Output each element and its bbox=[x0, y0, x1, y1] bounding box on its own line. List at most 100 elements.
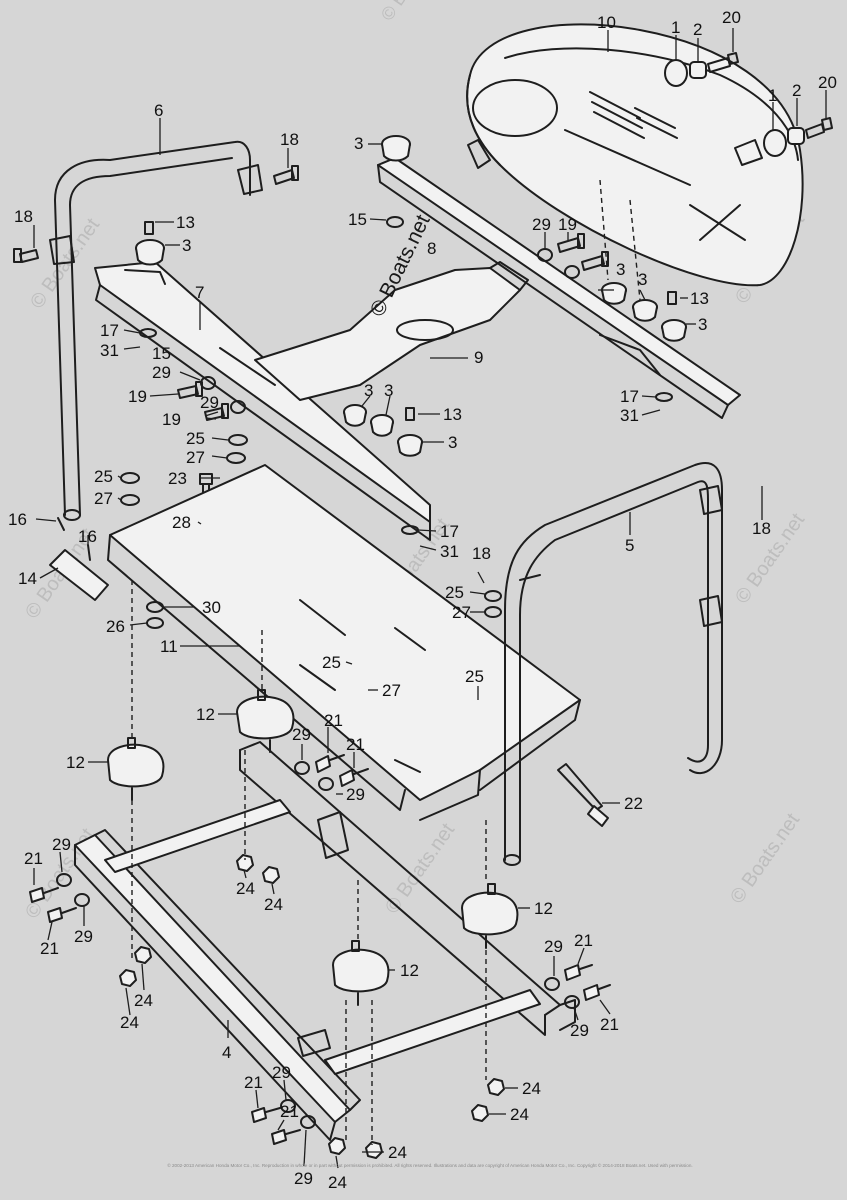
callout-29-lower-left-b: 29 bbox=[74, 927, 93, 946]
mount-rubber-3f bbox=[343, 404, 367, 427]
callout-10: 10 bbox=[597, 13, 616, 32]
callout-21-lower-right-a: 21 bbox=[574, 931, 593, 950]
callout-4: 4 bbox=[222, 1043, 231, 1062]
callout-3-mid-a: 3 bbox=[364, 381, 373, 400]
callout-7: 7 bbox=[195, 283, 204, 302]
bolt-21-set bbox=[29, 754, 611, 1145]
callout-20-upper: 20 bbox=[722, 8, 741, 27]
bolt-18-upper bbox=[273, 165, 299, 185]
callout-21-lower-right-b: 21 bbox=[600, 1015, 619, 1034]
callout-12-upper-left: 12 bbox=[196, 705, 215, 724]
callout-11: 11 bbox=[160, 637, 178, 656]
pipe-frame-right bbox=[503, 462, 723, 866]
callout-21-lower-left-b: 21 bbox=[40, 939, 59, 958]
bracket-plate-14 bbox=[49, 517, 109, 601]
callout-29-left-b: 29 bbox=[200, 393, 219, 412]
callout-12-lower: 12 bbox=[400, 961, 419, 980]
callout-29-bottom-a: 29 bbox=[272, 1063, 291, 1082]
callout-29-lower-right-b: 29 bbox=[570, 1021, 589, 1040]
callout-21-mid-a: 21 bbox=[324, 711, 343, 730]
callout-2-upper: 2 bbox=[693, 20, 702, 39]
cover-oval-part bbox=[466, 23, 804, 287]
callout-16-lower: 16 bbox=[78, 527, 97, 546]
callout-13-mid: 13 bbox=[443, 405, 462, 424]
callout-8: 8 bbox=[427, 239, 436, 258]
callout-25-mid-right: 25 bbox=[445, 583, 464, 602]
rubber-mount-12c bbox=[461, 883, 519, 949]
callout-27-mid-right: 27 bbox=[452, 603, 471, 622]
callout-2-lower: 2 bbox=[792, 81, 801, 100]
callout-19-left-a: 19 bbox=[128, 387, 147, 406]
callout-29-lower-right-a: 29 bbox=[544, 937, 563, 956]
bolt-19-left-b bbox=[204, 403, 229, 421]
callout-3-right-c: 3 bbox=[698, 315, 707, 334]
callout-3-left: 3 bbox=[182, 236, 191, 255]
mount-rubber-3g bbox=[370, 414, 394, 437]
callouts: 10 1 2 20 1 2 20 6 18 3 18 13 3 15 8 29 … bbox=[8, 8, 837, 1192]
callout-18-upper: 18 bbox=[280, 130, 299, 149]
callout-21-bottom-a: 21 bbox=[244, 1073, 263, 1092]
callout-29-left-a: 29 bbox=[152, 363, 171, 382]
callout-12-right: 12 bbox=[534, 899, 553, 918]
callout-3-top: 3 bbox=[354, 134, 363, 153]
copyright-notice: © 2002-2013 American Honda Motor Co., In… bbox=[167, 1163, 693, 1168]
callout-17-left: 17 bbox=[100, 321, 119, 340]
callout-24-bottom-d: 24 bbox=[328, 1173, 347, 1192]
callout-21-mid-b: 21 bbox=[346, 735, 365, 754]
callout-24-bottom-c: 24 bbox=[388, 1143, 407, 1162]
callout-27-far-left: 27 bbox=[94, 489, 113, 508]
callout-24-lower-left-b: 24 bbox=[120, 1013, 139, 1032]
callout-27-left: 27 bbox=[186, 448, 205, 467]
bolt-22 bbox=[557, 763, 609, 827]
bolt-13-right bbox=[667, 291, 677, 305]
rubber-mount-12b bbox=[107, 737, 165, 801]
pipe-frame-left bbox=[49, 140, 263, 521]
callout-26: 26 bbox=[106, 617, 125, 636]
callout-15-left: 15 bbox=[152, 344, 171, 363]
callout-29-upper: 29 bbox=[532, 215, 551, 234]
callout-3-mid-c: 3 bbox=[448, 433, 457, 452]
callout-13-upper: 13 bbox=[176, 213, 195, 232]
bolt-13-upper bbox=[144, 221, 154, 235]
callout-29-lower-left-a: 29 bbox=[52, 835, 71, 854]
callout-3-right-a: 3 bbox=[616, 260, 625, 279]
callout-25-far-left: 25 bbox=[94, 467, 113, 486]
bolt-19-left-a bbox=[177, 381, 203, 399]
callout-17-right: 17 bbox=[620, 387, 639, 406]
callout-21-bottom-b: 21 bbox=[280, 1102, 299, 1121]
assembly-guides bbox=[131, 179, 641, 1145]
leader-lines bbox=[33, 28, 827, 1169]
callout-12-left: 12 bbox=[66, 753, 85, 772]
mount-rubber-3a bbox=[381, 135, 411, 162]
callout-25-right: 25 bbox=[465, 667, 484, 686]
rubber-mount-12d bbox=[332, 940, 390, 1006]
callout-14: 14 bbox=[18, 569, 37, 588]
callout-6: 6 bbox=[154, 101, 163, 120]
callout-25-tray: 25 bbox=[322, 653, 341, 672]
callout-31-left: 31 bbox=[100, 341, 119, 360]
lower-frame bbox=[74, 741, 576, 1141]
callout-24-center-a: 24 bbox=[236, 879, 255, 898]
callout-31-right: 31 bbox=[620, 406, 639, 425]
callout-9: 9 bbox=[474, 348, 483, 367]
callout-3-mid-b: 3 bbox=[384, 381, 393, 400]
watermark-9: © Boats.net bbox=[726, 809, 804, 908]
callout-19-left-b: 19 bbox=[162, 410, 181, 429]
callout-29-mid-a: 29 bbox=[292, 725, 311, 744]
grommet-1-upper bbox=[664, 52, 739, 87]
grommet-1-lower bbox=[763, 117, 833, 157]
callout-29-bottom-b: 29 bbox=[294, 1169, 313, 1188]
callout-24-lower-left-a: 24 bbox=[134, 991, 153, 1010]
mount-rubber-3e bbox=[661, 319, 687, 342]
mount-rubber-3h bbox=[397, 434, 423, 457]
callout-13-right: 13 bbox=[690, 289, 709, 308]
callout-24-bottom-right-a: 24 bbox=[522, 1079, 541, 1098]
callout-30: 30 bbox=[202, 598, 221, 617]
callout-5: 5 bbox=[625, 536, 634, 555]
callout-23: 23 bbox=[168, 469, 187, 488]
callout-1-lower: 1 bbox=[768, 86, 777, 105]
cross-plate bbox=[254, 261, 529, 401]
callout-16-left: 16 bbox=[8, 510, 27, 529]
callout-27-tray: 27 bbox=[382, 681, 401, 700]
